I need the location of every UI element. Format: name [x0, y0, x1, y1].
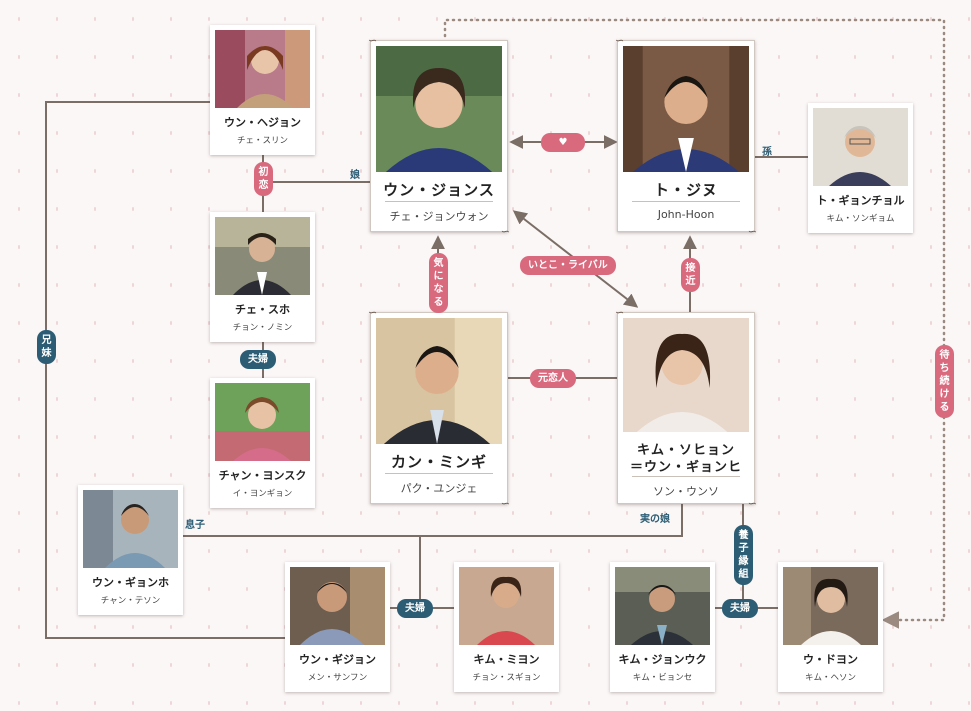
relation-cousin-rival: いとこ・ライバル: [520, 256, 616, 275]
character-name: ウン・ギジョン: [299, 653, 376, 666]
divider: [632, 201, 740, 202]
actor-name: キム・ヘソン: [804, 673, 856, 683]
relation-label: いとこ・ライバル: [528, 260, 608, 271]
character-name: ウン・ギョンホ: [92, 576, 169, 589]
relation-adoption: 養子縁組: [734, 525, 753, 585]
portrait-photo: [623, 46, 749, 172]
actor-name: チョン・スギョン: [472, 673, 541, 683]
portrait-photo: [623, 318, 749, 432]
character-name: ト・ギョンチョル: [816, 194, 905, 207]
actor-name: パク・ユンジェ: [400, 482, 478, 495]
character-name-line1: キム・ソヒョン: [636, 443, 735, 458]
actor-name: イ・ヨンギョン: [232, 489, 293, 499]
character-card-kim-jonuku: キム・ジョンウク キム・ビョンセ: [610, 562, 715, 692]
label-daughter: 娘: [350, 170, 360, 181]
relation-couple-3: 夫婦: [722, 599, 758, 618]
divider: [385, 201, 493, 202]
actor-name: チェ・スリン: [236, 136, 288, 146]
corner-ornament-icon: ∽: [500, 225, 510, 238]
relation-label: 夫婦: [248, 354, 268, 365]
portrait-photo: [615, 567, 710, 645]
actor-name: チェ・ジョンウォン: [389, 210, 489, 223]
divider: [385, 473, 493, 474]
relation-heart: ♥: [541, 133, 585, 152]
portrait-photo: [376, 318, 502, 444]
relation-label: 気になる: [433, 258, 444, 308]
corner-ornament-icon: ∽: [615, 306, 625, 319]
character-card-un-gyonho: ウン・ギョンホ チャン・テソン: [78, 485, 183, 615]
character-name: ウン・ヘジョン: [224, 116, 301, 129]
character-card-un-jonsu: ∽ ∽ ウン・ジョンス チェ・ジョンウォン: [368, 35, 510, 237]
actor-name: メン・サンフン: [307, 673, 368, 683]
character-name: キム・ジョンウク: [618, 653, 707, 666]
divider: [632, 476, 740, 477]
portrait-photo: [215, 383, 310, 461]
heart-icon: ♥: [558, 137, 568, 148]
character-card-chesuho: チェ・スホ チョン・ノミン: [210, 212, 315, 342]
portrait-photo: [376, 46, 502, 172]
portrait-photo: [215, 30, 310, 108]
character-name: チェ・スホ: [235, 303, 290, 316]
relation-label: 接近: [685, 263, 696, 287]
character-name: ウン・ジョンス: [383, 181, 495, 199]
character-card-u-doyon: ウ・ドヨン キム・ヘソン: [778, 562, 883, 692]
character-name: チャン・ヨンスク: [218, 469, 307, 482]
character-card-un-gijon: ウン・ギジョン メン・サンフン: [285, 562, 390, 692]
character-name: カン・ミンギ: [390, 453, 487, 471]
relation-label: 夫婦: [730, 603, 750, 614]
character-card-to-jinu: ∽ ∽ ト・ジヌ John-Hoon: [615, 35, 757, 237]
relation-waiting: 待ち続ける: [935, 345, 954, 418]
portrait-photo: [783, 567, 878, 645]
actor-name: チョン・ノミン: [232, 323, 293, 333]
corner-ornament-icon: ∽: [368, 306, 378, 319]
relation-couple-1: 夫婦: [240, 350, 276, 369]
character-name: ウ・ドヨン: [803, 653, 858, 666]
relation-approach: 接近: [681, 258, 700, 292]
relation-label: 夫婦: [405, 603, 425, 614]
character-name-line2: ＝ウン・ギョンヒ: [629, 460, 742, 475]
portrait-photo: [290, 567, 385, 645]
actor-name: キム・ビョンセ: [632, 673, 693, 683]
relation-label: 養子縁組: [738, 530, 749, 580]
label-real-daughter: 実の娘: [640, 514, 670, 525]
portrait-photo: [83, 490, 178, 568]
corner-ornament-icon: ∽: [747, 497, 757, 510]
corner-ornament-icon: ∽: [500, 497, 510, 510]
portrait-photo: [813, 108, 908, 186]
corner-ornament-icon: ∽: [615, 34, 625, 47]
relation-first-love: 初恋: [254, 162, 273, 196]
character-card-to-gyonchol: ト・ギョンチョル キム・ソンギョム: [808, 103, 913, 233]
label-grandson: 孫: [762, 147, 772, 158]
label-son: 息子: [185, 520, 205, 531]
actor-name: John-Hoon: [657, 208, 715, 221]
relation-label: 元恋人: [538, 373, 568, 384]
portrait-photo: [215, 217, 310, 295]
relation-label: 待ち続ける: [939, 350, 950, 413]
actor-name: ソン・ウンソ: [653, 485, 719, 498]
character-card-kan-mingi: ∽ ∽ カン・ミンギ パク・ユンジェ: [368, 307, 510, 509]
corner-ornament-icon: ∽: [747, 225, 757, 238]
character-name: ト・ジヌ: [653, 181, 718, 199]
character-card-kim-sohyon: ∽ ∽ キム・ソヒョン ＝ウン・ギョンヒ ソン・ウンソ: [615, 307, 757, 509]
character-name: キム・ミヨン: [473, 653, 540, 666]
relation-label: 兄妹: [41, 335, 52, 359]
character-card-kim-miyon: キム・ミヨン チョン・スギョン: [454, 562, 559, 692]
actor-name: キム・ソンギョム: [826, 214, 895, 224]
relation-ex-lover: 元恋人: [530, 369, 576, 388]
relation-interested: 気になる: [429, 253, 448, 313]
relation-label: 初恋: [258, 167, 269, 191]
character-card-un-hejon: ウン・ヘジョン チェ・スリン: [210, 25, 315, 155]
relation-couple-2: 夫婦: [397, 599, 433, 618]
actor-name: チャン・テソン: [100, 596, 161, 606]
character-card-chanyonsuk: チャン・ヨンスク イ・ヨンギョン: [210, 378, 315, 508]
portrait-photo: [459, 567, 554, 645]
corner-ornament-icon: ∽: [368, 34, 378, 47]
relation-siblings: 兄妹: [37, 330, 56, 364]
